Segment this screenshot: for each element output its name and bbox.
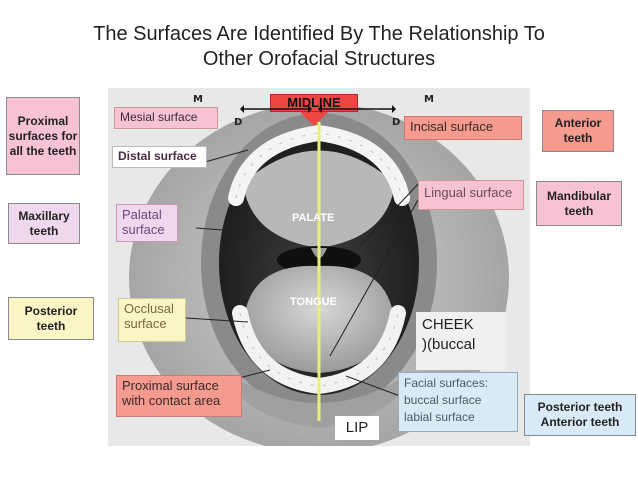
anterior-teeth-box: Anterior teeth [542, 110, 614, 152]
occlusal-surface-text: Occlusal surface [124, 301, 174, 331]
posterior-anterior-teeth-box: Posterior teeth Anterior teeth [524, 394, 636, 436]
title-line-1: The Surfaces Are Identified By The Relat… [93, 23, 545, 45]
lip-label: LIP [335, 416, 379, 440]
mandibular-teeth-box: Mandibular teeth [536, 181, 622, 226]
mesial-marker-right: M [424, 94, 434, 105]
posterior-teeth-line: Posterior teeth [537, 400, 623, 414]
distal-marker-right: D [392, 117, 401, 128]
occlusal-surface-label: Occlusal surface [118, 298, 186, 342]
proximal-contact-surface-label: Proximal surface with contact area [116, 375, 242, 417]
mesial-marker-left: M [193, 94, 203, 105]
palatal-surface-text: Palatal surface [122, 207, 165, 237]
mandibular-teeth-label: Mandibular teeth [546, 188, 611, 218]
posterior-teeth-label: Posterior teeth [24, 303, 78, 333]
labial-surface-text: labial surface [404, 410, 475, 424]
lingual-surface-label: Lingual surface [418, 180, 524, 210]
maxillary-teeth-label: Maxillary teeth [18, 208, 70, 238]
facial-surfaces-label: Facial surfaces: buccal surface labial s… [398, 372, 518, 432]
arrow-left-to-midline [240, 105, 312, 113]
distal-surface-label: Distal surface [112, 146, 207, 168]
anterior-teeth-line: Anterior teeth [540, 415, 620, 429]
proximal-surfaces-label: Proximal surfaces for all the teeth [8, 113, 78, 158]
midline-label: MIDLINE [287, 95, 341, 110]
distal-marker-left: D [234, 117, 243, 128]
incisal-surface-label: Incisal surface [404, 116, 522, 140]
facial-surfaces-heading: Facial surfaces: [404, 376, 489, 390]
lip-label-text: LIP [345, 419, 369, 436]
cheek-label: CHEEK )(buccal [416, 312, 506, 370]
lingual-surface-text: Lingual surface [424, 185, 513, 200]
anterior-teeth-label: Anterior teeth [554, 116, 602, 145]
palate-label: PALATE [292, 212, 335, 224]
midline-box: MIDLINE [270, 94, 358, 112]
page-title: The Surfaces Are Identified By The Relat… [0, 22, 638, 72]
cheek-label-line-1: CHEEK [422, 316, 474, 333]
title-line-2: Other Orofacial Structures [202, 48, 436, 70]
distal-surface-text: Distal surface [118, 149, 197, 163]
cheek-label-line-2: )(buccal [422, 336, 476, 353]
posterior-teeth-box: Posterior teeth [8, 297, 94, 340]
incisal-surface-text: Incisal surface [410, 119, 494, 134]
tongue-label: TONGUE [290, 296, 337, 308]
maxillary-teeth-box: Maxillary teeth [8, 203, 80, 244]
proximal-contact-surface-text: Proximal surface with contact area [122, 378, 221, 408]
proximal-surfaces-box: Proximal surfaces for all the teeth [6, 97, 80, 175]
mesial-surface-text: Mesial surface [120, 110, 198, 124]
palatal-surface-label: Palatal surface [116, 204, 178, 242]
mesial-surface-label: Mesial surface [114, 107, 218, 129]
midline-pointer [300, 112, 328, 126]
buccal-surface-text: buccal surface [404, 393, 482, 407]
arrow-right-to-midline [318, 105, 396, 113]
